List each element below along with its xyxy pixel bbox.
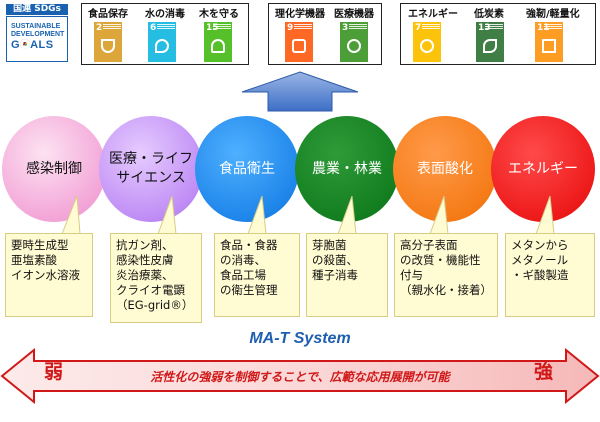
sdg-goal-number: 2 <box>96 23 103 33</box>
callout-line: 付与 <box>400 268 423 282</box>
sdg-goal-number: 9 <box>287 23 294 33</box>
callout-line: 食品・食器 <box>220 238 278 252</box>
circle-food-hygiene: 食品衛生 <box>195 116 299 222</box>
sdg-label-energy: エネルギー <box>408 9 458 20</box>
sdgs-logo-goals-g: G <box>11 39 21 51</box>
sdg-goal-11-icon: 11 <box>535 22 563 62</box>
circle-label: 感染制御 <box>26 160 82 177</box>
sdg-goal-9-icon: 9 <box>285 22 313 62</box>
callout-line: 高分子表面 <box>400 238 458 252</box>
callout-line: の衛生管理 <box>220 283 278 297</box>
sdgs-logo-line1: SUSTAINABLE <box>11 23 61 30</box>
circle-infection-control: 感染制御 <box>2 116 106 222</box>
callout-line: クライオ電顕 <box>116 283 185 297</box>
callout-line: （EG-grid®） <box>116 298 194 312</box>
sdg-goal-number: 7 <box>415 23 422 33</box>
sdg-goal-15-icon: 15 <box>204 22 232 62</box>
sdgs-logo-line2: DEVELOPMENT <box>11 31 65 38</box>
callout-line: メタノール <box>511 253 569 267</box>
callout-surface-oxidation: 高分子表面 の改質・機能性 付与 （親水化・接着） <box>394 233 498 317</box>
sdg-goal-2-icon: 2 <box>94 22 122 62</box>
callout-line: ・ギ酸製造 <box>511 268 569 282</box>
sdg-label-food-storage: 食品保存 <box>88 9 128 20</box>
sdgs-wheel-icon <box>20 39 31 49</box>
system-title: MA-T System <box>249 330 351 347</box>
sdg-goal-number: 6 <box>150 23 157 33</box>
callout-line: 要時生成型 <box>11 238 69 252</box>
sdg-goal-number: 11 <box>537 23 550 33</box>
sdg-goal-number: 13 <box>478 23 491 33</box>
callout-line: 種子消毒 <box>312 268 358 282</box>
sdg-goal-13-icon: 13 <box>476 22 504 62</box>
circle-label: サイエンス <box>116 170 186 186</box>
callout-food-hygiene: 食品・食器 の消毒、 食品工場 の衛生管理 <box>214 233 300 317</box>
sdg-label-lab-instruments: 理化学機器 <box>275 9 325 20</box>
callout-energy: メタンから メタノール ・ギ酸製造 <box>505 233 595 317</box>
sdgs-logo: SUSTAINABLE DEVELOPMENT G ALS <box>6 16 68 62</box>
circle-label: 農業・林業 <box>312 160 382 177</box>
arrow-up-icon <box>241 71 359 112</box>
sdg-label-medical-devices: 医療機器 <box>334 9 374 20</box>
weak-label: 弱 <box>44 361 64 383</box>
callout-infection-control: 要時生成型 亜塩素酸 イオン水溶液 <box>5 233 93 317</box>
callout-line: メタンから <box>511 238 569 252</box>
sdg-goal-number: 15 <box>206 23 219 33</box>
circle-label: 医療・ライフ <box>109 151 193 167</box>
callout-line: の改質・機能性 <box>400 253 481 267</box>
circle-label: エネルギー <box>508 160 578 177</box>
callout-line: 炎治療薬、 <box>116 268 174 282</box>
sdg-label-low-carbon: 低炭素 <box>474 9 504 20</box>
sdg-goal-6-icon: 6 <box>148 22 176 62</box>
double-arrow-icon <box>0 348 600 404</box>
sdg-label-resilient-lightweight: 強靭/軽量化 <box>526 9 580 20</box>
callout-line: の殺菌、 <box>312 253 358 267</box>
system-description: 活性化の強弱を制御することで、広範な応用展開が可能 <box>150 370 450 384</box>
callout-line: 抗ガン剤、 <box>116 238 174 252</box>
strong-label: 強 <box>534 361 554 383</box>
sdg-goal-3-icon: 3 <box>340 22 368 62</box>
sdgs-logo-goals: G ALS <box>11 39 65 52</box>
callout-line: 芽胞菌 <box>312 238 347 252</box>
circle-medical-life-science: 医療・ライフサイエンス <box>99 116 203 222</box>
callout-line: の消毒、 <box>220 253 266 267</box>
sdgs-label: 国連 SDGs <box>6 4 68 15</box>
sdg-goal-number: 3 <box>342 23 349 33</box>
callout-line: 感染性皮膚 <box>116 253 174 267</box>
callout-line: イオン水溶液 <box>11 268 80 282</box>
callout-line: 食品工場 <box>220 268 266 282</box>
callout-line: （親水化・接着） <box>400 283 492 297</box>
circle-energy: エネルギー <box>491 116 595 222</box>
sdg-label-water-disinfection: 水の消毒 <box>145 9 185 20</box>
circle-agriculture-forestry: 農業・林業 <box>295 116 399 222</box>
callout-line: 亜塩素酸 <box>11 253 57 267</box>
sdg-goal-7-icon: 7 <box>413 22 441 62</box>
callout-medical-life-science: 抗ガン剤、 感染性皮膚 炎治療薬、 クライオ電顕 （EG-grid®） <box>110 233 202 323</box>
sdgs-logo-goals-rest: ALS <box>30 39 54 51</box>
circle-label: 食品衛生 <box>219 160 275 177</box>
callout-agriculture-forestry: 芽胞菌 の殺菌、 種子消毒 <box>306 233 388 317</box>
circle-label: 表面酸化 <box>417 160 473 177</box>
sdg-label-protect-trees: 木を守る <box>199 9 239 20</box>
